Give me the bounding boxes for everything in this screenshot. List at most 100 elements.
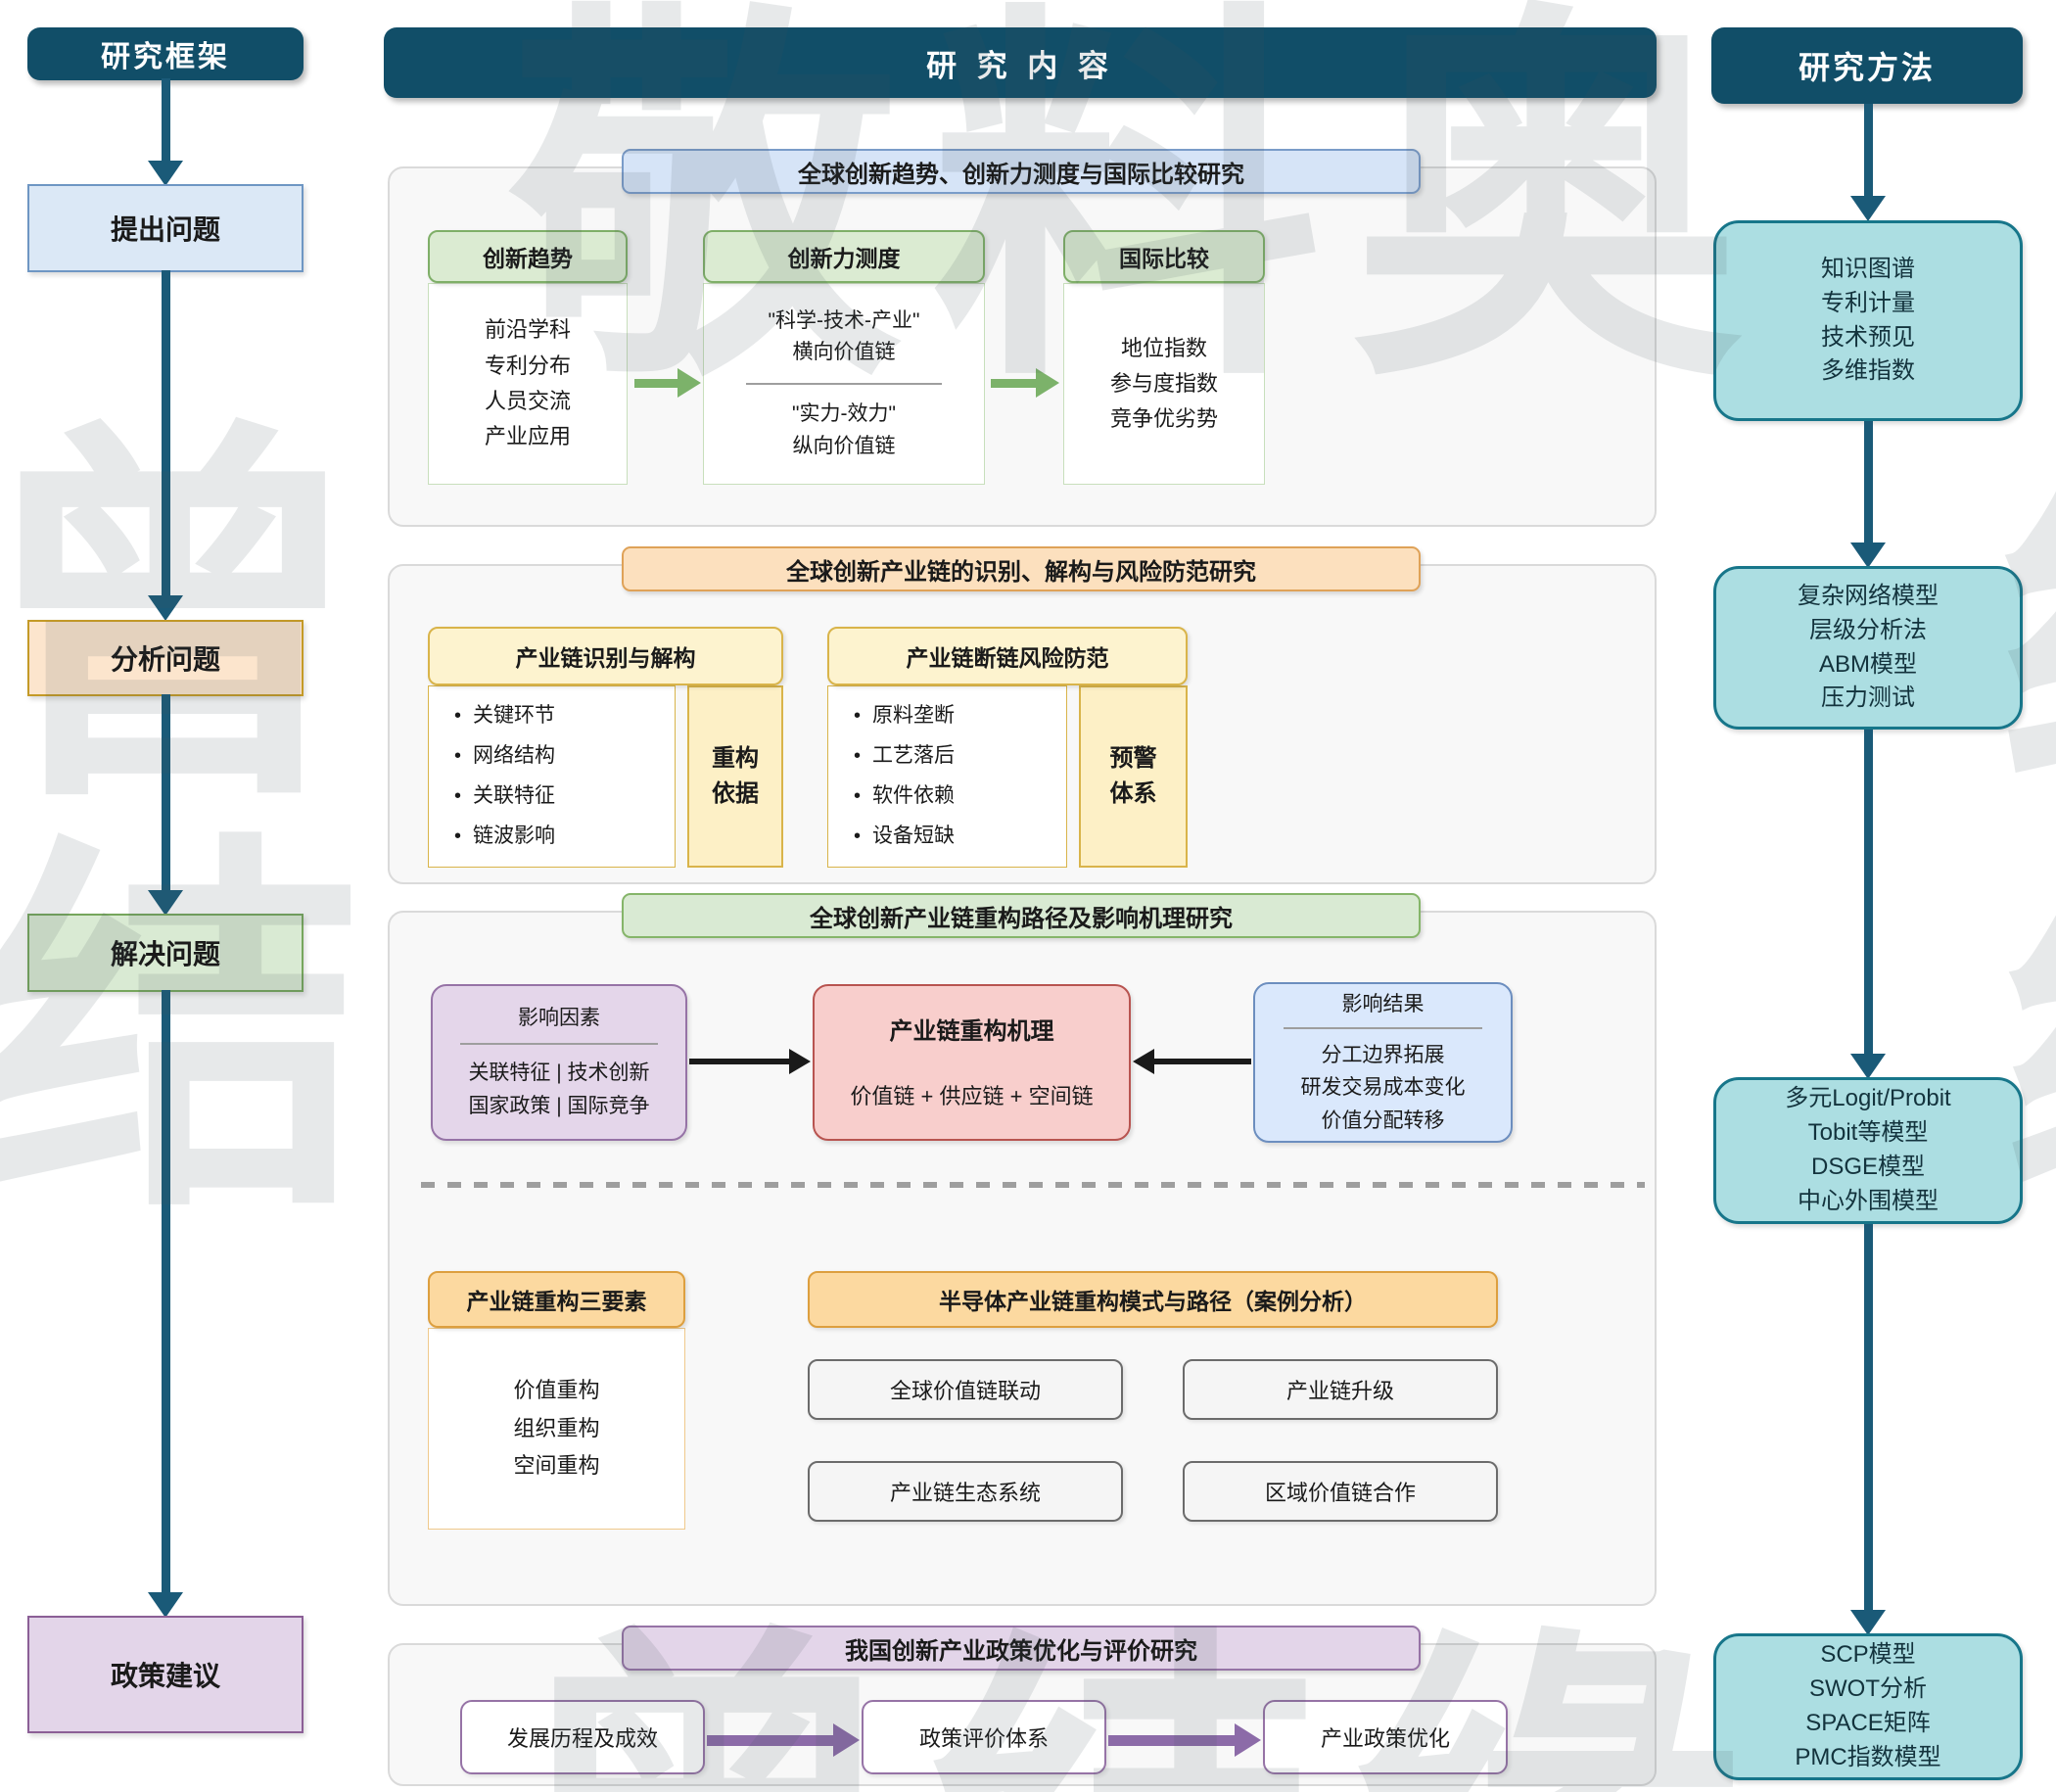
influence-results-node: 影响结果 分工边界拓展研发交易成本变化价值分配转移 <box>1253 982 1513 1143</box>
bullet-item: • 网络结构 <box>454 736 555 777</box>
policy-step-optimization: 产业政策优化 <box>1263 1700 1508 1774</box>
arrow-right-icon <box>707 1723 860 1757</box>
flow-arrow-down-icon <box>148 694 183 916</box>
bullet-label: 关联特征 <box>473 784 556 807</box>
divider-line <box>745 383 943 385</box>
step-label: 分析问题 <box>110 644 220 675</box>
bullet-icon: • <box>454 705 462 728</box>
rebuild-elements-body: 价值重构组织重构空间重构 <box>428 1328 685 1530</box>
method-box-1: 知识图谱专利计量技术预见多维指数 <box>1713 220 2023 421</box>
policy-step-history: 发展历程及成效 <box>460 1700 705 1774</box>
tab-chain-risk: 产业链断链风险防范 <box>827 627 1188 685</box>
tab-rebuild-elements: 产业链重构三要素 <box>428 1271 685 1328</box>
measure-top-lines: "科学-技术-产业"横向价值链 <box>768 308 920 364</box>
flow-arrow-down-icon <box>148 990 183 1618</box>
section1-title: 全球创新趋势、创新力测度与国际比较研究 <box>622 149 1421 194</box>
policy-step-label: 产业政策优化 <box>1320 1726 1450 1751</box>
bullet-icon: • <box>454 785 462 807</box>
policy-step-label: 政策评价体系 <box>918 1726 1049 1751</box>
step-label: 提出问题 <box>110 214 220 245</box>
flow-arrow-down-icon <box>1850 421 1886 568</box>
right-column-header-label: 研究方法 <box>1798 50 1936 85</box>
policy-step-label: 发展历程及成效 <box>506 1726 658 1751</box>
section2-title-label: 全球创新产业链的识别、解构与风险防范研究 <box>786 558 1256 586</box>
center-header: 研 究 内 容 <box>384 27 1657 98</box>
tab-chain-identify: 产业链识别与解构 <box>428 627 783 685</box>
divider-line <box>460 1043 658 1046</box>
section4-title-label: 我国创新产业政策优化与评价研究 <box>845 1637 1197 1665</box>
international-compare-lines: 地位指数参与度指数竞争优劣势 <box>1109 335 1218 432</box>
case-item-label: 全球价值链联动 <box>889 1379 1041 1403</box>
side-rebuild-basis: 重构依据 <box>687 685 783 868</box>
node-title: 影响因素 <box>518 1007 600 1030</box>
tab-innovation-trend: 创新趋势 <box>428 230 628 283</box>
bullet-icon: • <box>454 745 462 768</box>
case-item-label: 产业链升级 <box>1285 1379 1394 1403</box>
flow-arrow-down-icon <box>148 78 183 186</box>
bullet-item: • 关键环节 <box>454 696 555 736</box>
node-subtitle: 价值链 + 供应链 + 空间链 <box>850 1083 1094 1108</box>
tab-label: 产业链断链风险防范 <box>906 645 1109 671</box>
innovation-trend-lines: 前沿学科专利分布人员交流产业应用 <box>484 317 571 449</box>
chain-risk-body: •原料垄断 •工艺落后 •软件依赖 •设备短缺 <box>827 685 1067 868</box>
node-lines: 关联特征 | 技术创新国家政策 | 国际竞争 <box>468 1061 650 1117</box>
tab-label: 国际比较 <box>1119 246 1209 271</box>
tab-international-compare: 国际比较 <box>1063 230 1265 283</box>
flow-arrow-down-icon <box>1850 104 1886 221</box>
side-label: 预警体系 <box>1109 745 1157 807</box>
innovation-measure-body: "科学-技术-产业"横向价值链 "实力-效力"纵向价值链 <box>703 283 985 485</box>
section3-title-label: 全球创新产业链重构路径及影响机理研究 <box>810 905 1233 932</box>
bullet-item: • 关联特征 <box>454 777 555 817</box>
bullet-label: 关键环节 <box>473 704 556 728</box>
side-label: 重构依据 <box>712 745 759 807</box>
watermark-left: 曾结 <box>0 411 355 1234</box>
influence-factors-node: 影响因素 关联特征 | 技术创新国家政策 | 国际竞争 <box>431 984 687 1141</box>
node-title: 影响结果 <box>1341 992 1425 1015</box>
center-header-label: 研 究 内 容 <box>926 48 1114 83</box>
step-solve-question: 解决问题 <box>27 914 304 992</box>
bullet-item: •设备短缺 <box>854 817 955 857</box>
arrow-right-icon <box>991 368 1059 398</box>
step-raise-question: 提出问题 <box>27 184 304 272</box>
case-item-ecosystem: 产业链生态系统 <box>808 1461 1123 1522</box>
bullet-icon: • <box>854 825 862 847</box>
arrow-right-icon <box>634 368 701 398</box>
node-title: 产业链重构机理 <box>889 1017 1054 1045</box>
international-compare-body: 地位指数参与度指数竞争优劣势 <box>1063 283 1265 485</box>
section1-title-label: 全球创新趋势、创新力测度与国际比较研究 <box>798 161 1244 188</box>
side-warning-system: 预警体系 <box>1079 685 1188 868</box>
flow-arrow-down-icon <box>148 270 183 621</box>
chain-identify-body: • 关键环节 • 网络结构 • 关联特征 •链波影响 <box>428 685 676 868</box>
bullet-item: •原料垄断 <box>854 696 955 736</box>
flow-arrow-down-icon <box>1850 1224 1886 1635</box>
step-policy-advice: 政策建议 <box>27 1616 304 1733</box>
right-column-header: 研究方法 <box>1711 27 2023 104</box>
rebuild-mechanism-node: 产业链重构机理 价值链 + 供应链 + 空间链 <box>813 984 1131 1141</box>
bullet-item: •链波影响 <box>454 817 555 857</box>
bullet-label: 网络结构 <box>473 744 556 768</box>
tab-label: 创新力测度 <box>787 246 901 271</box>
arrow-left-icon <box>1133 1049 1251 1074</box>
left-column-header-label: 研究框架 <box>101 41 230 73</box>
bullet-label: 原料垄断 <box>872 704 956 728</box>
bullet-icon: • <box>854 785 862 807</box>
bullet-item: • 工艺落后 <box>854 736 955 777</box>
bullet-label: 工艺落后 <box>872 744 956 768</box>
arrow-right-icon <box>689 1049 811 1074</box>
tab-label: 产业链重构三要素 <box>466 1289 647 1314</box>
tab-label: 创新趋势 <box>483 246 573 271</box>
section3-title: 全球创新产业链重构路径及影响机理研究 <box>622 893 1421 938</box>
rebuild-elements-lines: 价值重构组织重构空间重构 <box>513 1378 600 1479</box>
dashed-separator <box>421 1182 1645 1188</box>
tab-label: 产业链识别与解构 <box>515 645 696 671</box>
bullet-icon: • <box>854 745 862 768</box>
bullet-icon: • <box>454 825 462 847</box>
case-item-label: 产业链生态系统 <box>889 1481 1041 1505</box>
step-label: 政策建议 <box>110 1661 220 1691</box>
